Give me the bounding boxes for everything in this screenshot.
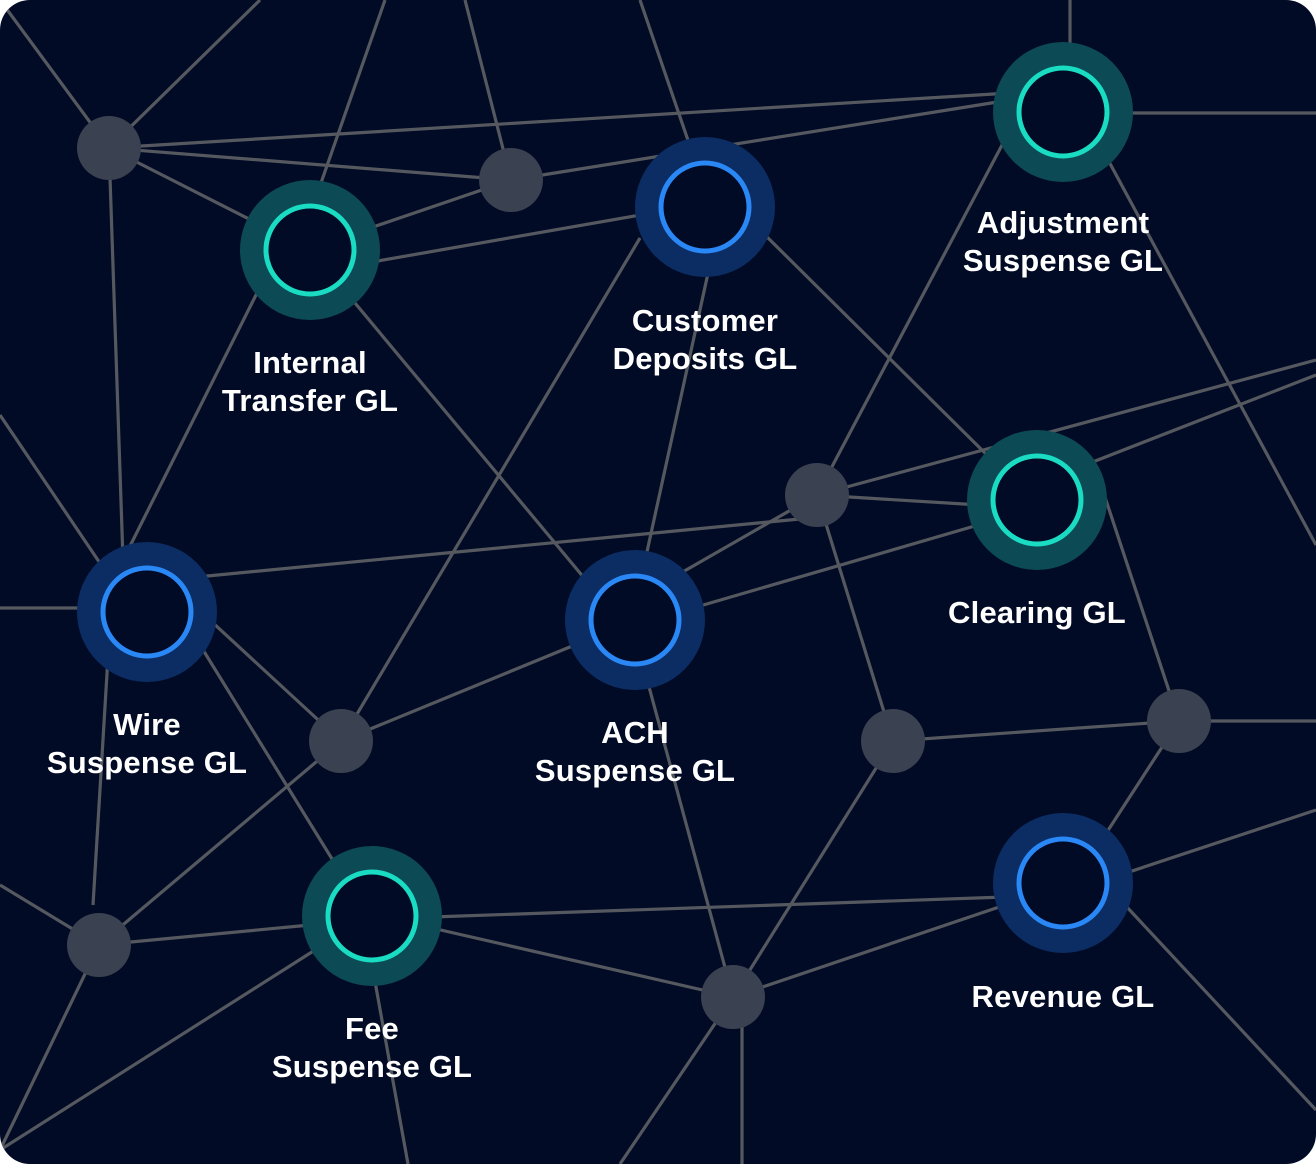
connector-line: [0, 948, 316, 1152]
connector-line: [108, 146, 512, 182]
connector-line: [339, 237, 642, 742]
connector-line: [107, 0, 262, 150]
node-ring: [1016, 65, 1110, 159]
junction-dot: [67, 913, 131, 977]
node-ring: [658, 160, 752, 254]
node-ring: [1016, 836, 1110, 930]
connector-line: [760, 230, 989, 457]
connector-line: [731, 740, 895, 998]
connector-line: [108, 91, 1011, 150]
connector-line: [1098, 481, 1181, 722]
gl-node-clearing: [967, 430, 1107, 570]
node-ring: [990, 453, 1084, 547]
connector-line: [1123, 903, 1316, 1112]
node-ring: [588, 573, 682, 667]
junction-dot: [1147, 689, 1211, 753]
connector-line: [815, 494, 895, 742]
connector-line: [1084, 373, 1316, 467]
node-ring: [263, 203, 357, 297]
connector-line: [643, 671, 735, 998]
gl-node-revenue: [993, 813, 1133, 953]
gl-node-fee-suspense: [302, 846, 442, 986]
connector-line: [732, 903, 1006, 999]
junction-dot: [479, 148, 543, 212]
connector-line: [1098, 144, 1316, 546]
node-ring: [325, 869, 419, 963]
connector-line: [815, 129, 1012, 496]
gl-node-adjustment-suspense: [993, 42, 1133, 182]
connector-line: [510, 98, 1011, 182]
connector-line: [0, 414, 112, 579]
connector-line: [198, 644, 347, 881]
junction-dot: [77, 116, 141, 180]
connector-line: [892, 719, 1180, 743]
connector-line: [340, 640, 583, 743]
connector-line: [618, 996, 735, 1164]
connector-line: [196, 516, 811, 579]
gl-node-customer-deposits: [635, 137, 775, 277]
connector-line: [641, 254, 714, 571]
connector-line: [370, 964, 410, 1164]
connector-line: [431, 895, 1006, 919]
junction-dot: [861, 709, 925, 773]
junction-dot: [701, 965, 765, 1029]
gl-node-wire-suspense: [77, 542, 217, 682]
connector-line: [313, 0, 387, 201]
gl-node-ach-suspense: [565, 550, 705, 690]
connector-line: [98, 923, 311, 947]
connector-line: [371, 213, 641, 264]
gl-node-layer: [77, 42, 1133, 986]
connector-line: [816, 358, 1316, 497]
connector-line: [91, 656, 110, 906]
gl-node-internal-transfer: [240, 180, 380, 320]
connector-line: [97, 739, 343, 947]
node-ring: [100, 565, 194, 659]
connector-line: [0, 944, 101, 1151]
connector-line: [431, 926, 734, 999]
connector-line: [107, 147, 125, 561]
connector-line: [1119, 808, 1316, 877]
connector-line: [348, 295, 592, 587]
junction-dot: [309, 709, 373, 773]
junction-layer: [67, 116, 1211, 1029]
connector-line: [121, 282, 264, 561]
junction-dot: [785, 463, 849, 527]
